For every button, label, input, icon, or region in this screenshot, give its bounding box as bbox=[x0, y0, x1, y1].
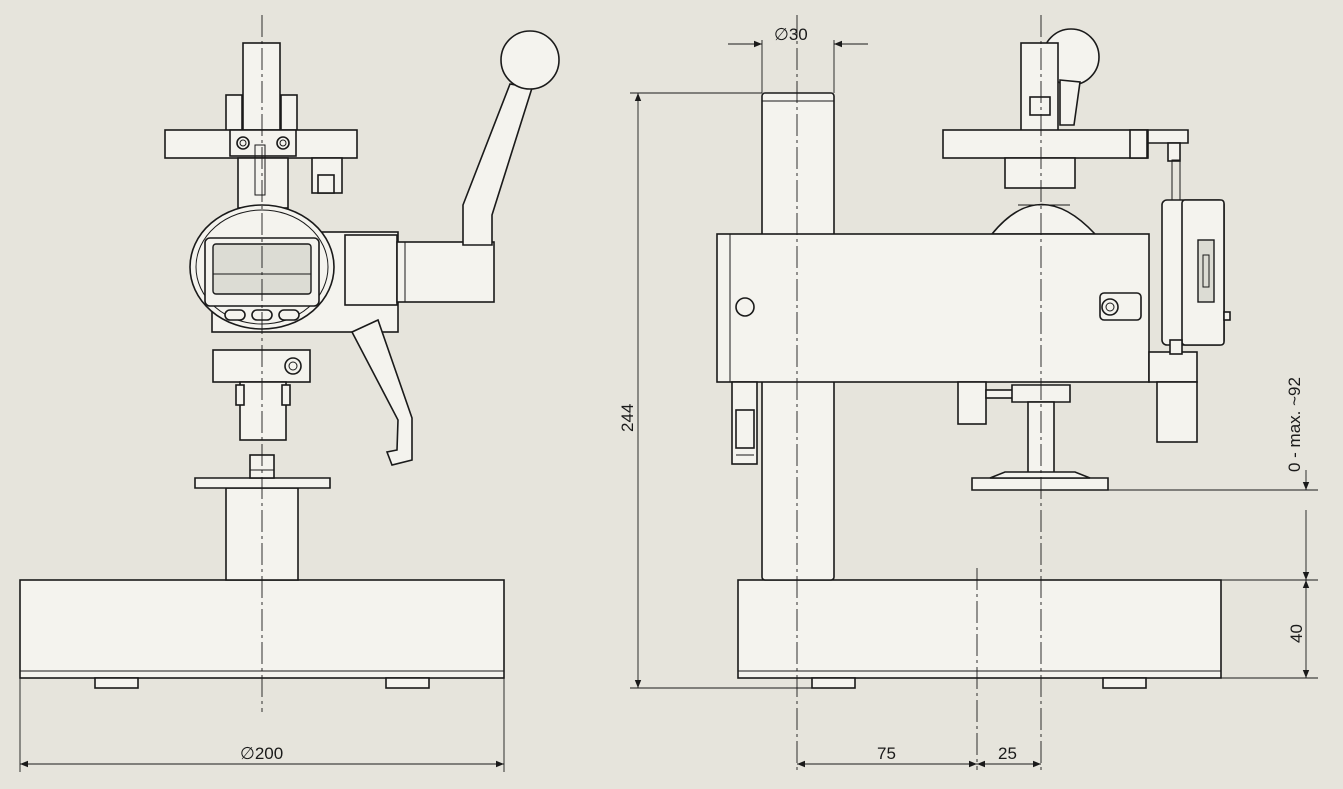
side-slide-block bbox=[716, 233, 1198, 443]
front-top-mechanism bbox=[164, 42, 358, 209]
dimension-labels: ∅30 ∅200 244 0 - max. ~92 40 75 25 bbox=[240, 25, 1306, 763]
dim-overall-height: 244 bbox=[618, 404, 637, 432]
dim-base-diameter-value: 200 bbox=[255, 744, 283, 763]
dim-anvil-offset: 25 bbox=[998, 744, 1017, 763]
dim-base-height: 40 bbox=[1287, 624, 1306, 643]
diameter-symbol: ∅ bbox=[240, 744, 255, 763]
front-view bbox=[19, 15, 560, 712]
side-view bbox=[716, 15, 1231, 770]
dim-travel-range: 0 - max. ~92 bbox=[1285, 377, 1304, 472]
front-anvil bbox=[194, 454, 331, 489]
gauge-button-right bbox=[278, 309, 300, 321]
dim-post-offset: 75 bbox=[877, 744, 896, 763]
dim-post-diameter-value: 30 bbox=[789, 25, 808, 44]
gauge-button-left bbox=[224, 309, 246, 321]
dim-base-diameter: ∅200 bbox=[240, 744, 283, 763]
side-lever bbox=[731, 381, 758, 465]
side-top-assembly bbox=[942, 28, 1189, 235]
front-handle bbox=[350, 30, 560, 466]
dimension-lines bbox=[19, 40, 1318, 772]
dim-post-diameter: ∅30 bbox=[774, 25, 808, 44]
side-base bbox=[737, 579, 1222, 689]
diameter-symbol: ∅ bbox=[774, 25, 789, 44]
side-anvil bbox=[957, 381, 1109, 491]
side-dial-gauge bbox=[1161, 159, 1231, 346]
front-column bbox=[225, 487, 299, 581]
front-handle-knob bbox=[500, 30, 560, 90]
